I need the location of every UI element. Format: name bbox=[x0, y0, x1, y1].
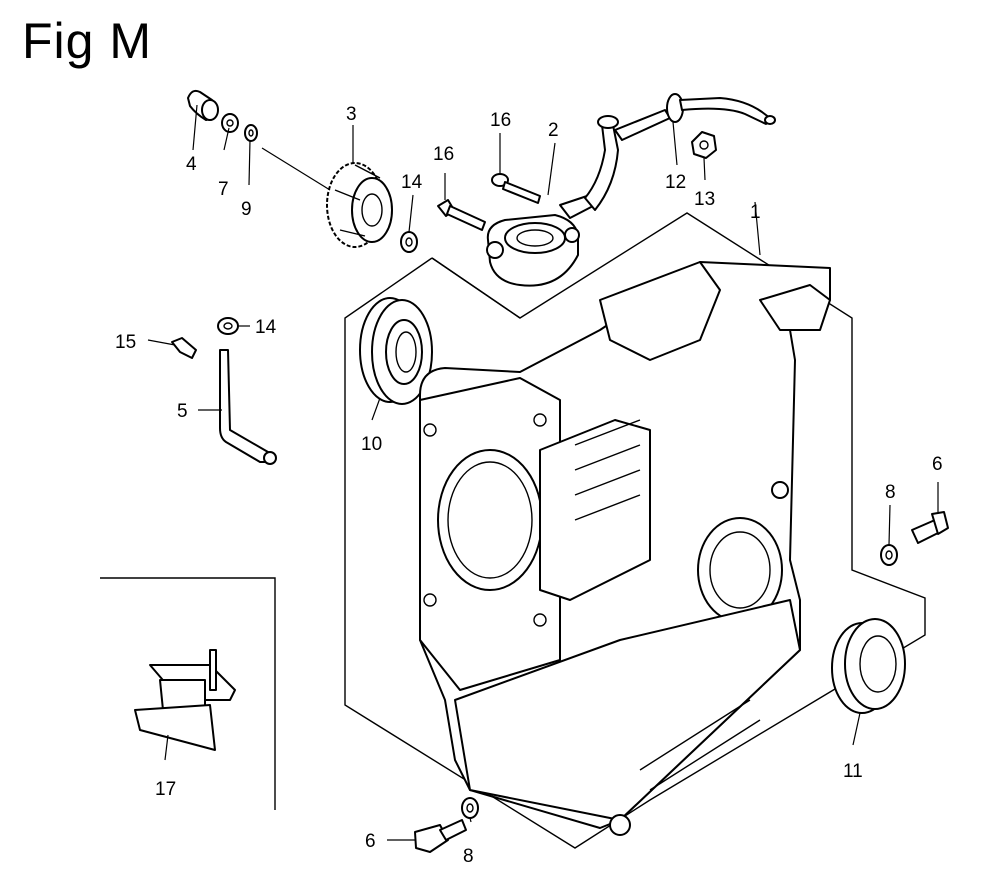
oil-seal-part-11 bbox=[831, 618, 906, 714]
bolt-part-16-left bbox=[437, 199, 486, 231]
callout-16-right: 16 bbox=[490, 110, 511, 131]
callout-14-lower: 14 bbox=[255, 317, 277, 338]
inset-frame bbox=[100, 577, 276, 810]
callout-5: 5 bbox=[177, 401, 188, 422]
callout-labels: 4 7 9 3 14 16 16 2 12 13 1 14 15 5 10 8 … bbox=[115, 104, 943, 867]
clip-part-15 bbox=[171, 337, 197, 359]
washer-part-7 bbox=[221, 113, 239, 133]
crankcase-assembly-frame bbox=[344, 212, 926, 849]
callout-10: 10 bbox=[361, 434, 382, 455]
bearing-part-10 bbox=[359, 297, 433, 405]
callout-6-right: 6 bbox=[932, 454, 943, 475]
washer-part-14-upper bbox=[400, 231, 418, 253]
callout-6-bottom: 6 bbox=[365, 831, 376, 852]
callout-16-left: 16 bbox=[433, 144, 454, 165]
bolt-part-6-bottom bbox=[414, 819, 467, 853]
washer-part-9 bbox=[244, 124, 258, 142]
leader-lines bbox=[147, 104, 939, 841]
callout-1: 1 bbox=[750, 202, 761, 223]
washer-part-8-right bbox=[880, 544, 898, 566]
washer-part-8-bottom bbox=[461, 797, 479, 819]
callout-7: 7 bbox=[218, 179, 229, 200]
callout-14-upper: 14 bbox=[401, 172, 423, 193]
tube-part-12 bbox=[614, 93, 776, 141]
bolt-part-6-right bbox=[911, 511, 949, 544]
callout-2: 2 bbox=[548, 120, 559, 141]
callout-13: 13 bbox=[694, 189, 715, 210]
crankcase-part-1 bbox=[419, 261, 831, 836]
nut-part-13 bbox=[691, 131, 717, 159]
figure-title: Fig M bbox=[22, 13, 152, 69]
callout-3: 3 bbox=[346, 104, 357, 125]
callout-15: 15 bbox=[115, 332, 136, 353]
callout-17: 17 bbox=[155, 779, 176, 800]
callout-8-bottom: 8 bbox=[463, 846, 474, 867]
oil-pump-part-2 bbox=[486, 115, 619, 287]
oil-pump-assembly-frame bbox=[431, 257, 521, 319]
washer-part-14-lower bbox=[217, 317, 239, 335]
callout-11: 11 bbox=[843, 761, 863, 782]
callout-8-right: 8 bbox=[885, 482, 896, 503]
governor-gear-part-3 bbox=[326, 162, 393, 248]
governor-shaft-part-5 bbox=[219, 349, 277, 465]
callout-12: 12 bbox=[665, 172, 686, 193]
bolt-part-16-right bbox=[491, 173, 541, 204]
mount-part-17 bbox=[134, 649, 236, 751]
callout-4: 4 bbox=[186, 154, 197, 175]
cap-part-4 bbox=[187, 89, 219, 121]
callout-9: 9 bbox=[241, 199, 252, 220]
